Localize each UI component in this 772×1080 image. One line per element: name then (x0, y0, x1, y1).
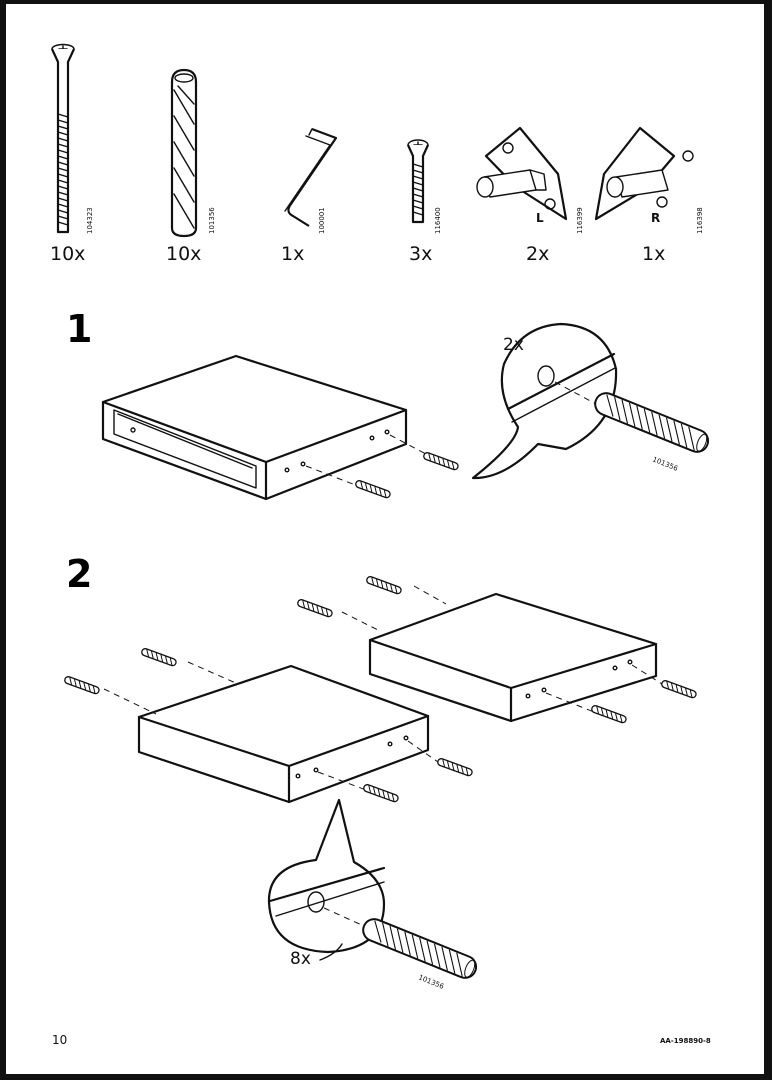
wooden-dowel-icon (170, 68, 198, 238)
bracket-right-icon: R (594, 126, 694, 225)
part-code: 116400 (434, 207, 442, 234)
callout-quantity: 2x (503, 335, 524, 355)
bracket-right-letter: R (651, 211, 660, 225)
dowel-icon (362, 783, 400, 804)
part-quantity: 1x (281, 243, 304, 265)
dowel-icon (422, 451, 460, 472)
dowel-icon (590, 388, 713, 457)
part-quantity: 10x (50, 243, 85, 265)
shelf-box-step1 (101, 354, 408, 501)
dowel-icon (590, 704, 628, 725)
callout-bubble-step2 (267, 798, 481, 983)
callout-part-code: 101356 (651, 455, 679, 473)
dowel-icon (358, 914, 481, 983)
part-code: 101356 (208, 207, 216, 234)
part-quantity: 10x (166, 243, 201, 265)
part-code: 116399 (576, 207, 584, 234)
callout-bubble-step1 (471, 322, 713, 480)
page-number: 10 (52, 1033, 67, 1047)
dowel-icon (296, 598, 334, 619)
dowel-icon (140, 647, 178, 668)
shelf-box-step2-front (137, 664, 430, 804)
dowel-icon (365, 575, 403, 596)
step-number: 2 (66, 552, 92, 596)
dowel-icon (660, 679, 698, 700)
instruction-page: L R 104323 101356 100001 116400 116399 1… (6, 4, 764, 1074)
part-quantity: 3x (409, 243, 432, 265)
step-number: 1 (66, 307, 92, 351)
dowel-icon (436, 757, 474, 778)
dowel-icon (63, 675, 101, 696)
part-code: 104323 (86, 207, 94, 234)
instruction-drawing: L R 104323 101356 100001 116400 116399 1… (50, 43, 713, 1047)
part-quantity: 2x (526, 243, 549, 265)
short-screw-icon (406, 139, 430, 224)
bracket-left-letter: L (536, 211, 544, 225)
bracket-left-icon: L (476, 126, 568, 225)
shelf-box-step2-back (368, 592, 658, 723)
dowel-icon (354, 479, 392, 500)
part-code: 116398 (696, 207, 704, 234)
allen-key-icon (284, 127, 338, 227)
part-code: 100001 (318, 207, 326, 234)
callout-quantity: 8x (290, 949, 311, 969)
long-screw-icon (51, 43, 75, 234)
part-quantity: 1x (642, 243, 665, 265)
document-code: AA-198890-8 (660, 1037, 711, 1045)
callout-part-code: 101356 (417, 973, 445, 991)
